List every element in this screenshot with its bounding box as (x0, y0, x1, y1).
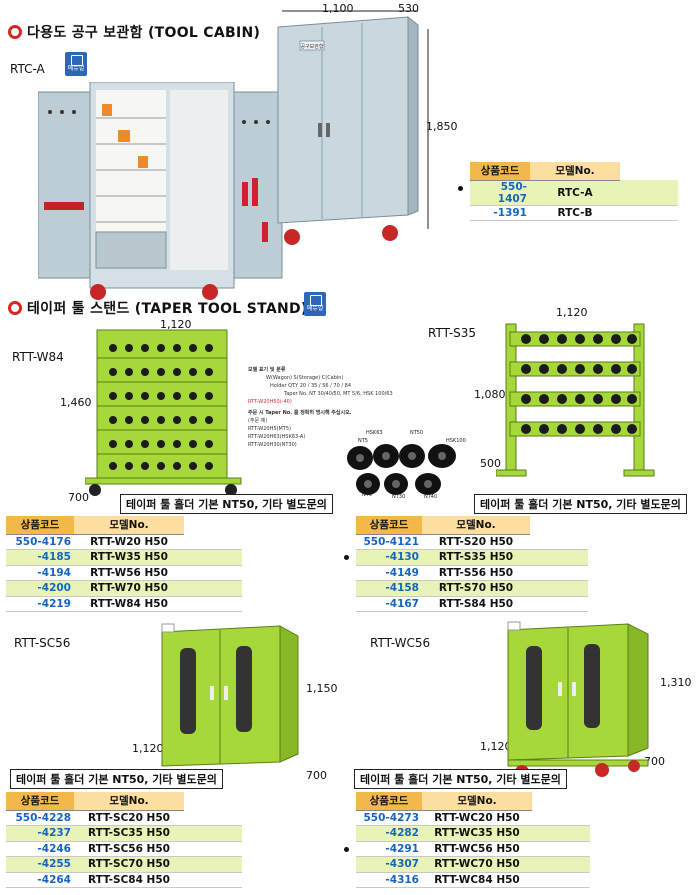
cabinet-label-text: 공구보관함 (300, 43, 323, 50)
taper-stand-title: 테이퍼 툴 스탠드 (TAPER TOOL STAND) (8, 298, 308, 318)
model-label-rtt-sc56: RTT-SC56 (14, 636, 71, 650)
holder-note: 테이퍼 툴 홀더 기본 NT50, 기타 별도문의 (10, 769, 223, 789)
holder-note: 테이퍼 툴 홀더 기본 NT50, 기타 별도문의 (354, 769, 567, 789)
col-model: 모델No. (530, 162, 620, 181)
circle-bullet-icon (8, 25, 22, 39)
rtt-wc56-cabinet-image (507, 621, 649, 779)
col-code: 상품코드 (470, 162, 530, 181)
dim-w84-depth: 700 (68, 491, 89, 504)
rtt-w84-stand-image (85, 329, 242, 496)
model-label-rtt-s35: RTT-S35 (428, 326, 477, 340)
dim-cabin-width: 1,100 (322, 2, 354, 15)
dim-wc56-height: 1,310 (660, 676, 692, 689)
dim-cabin-height: 1,850 (426, 120, 458, 133)
model-label-rtt-w84: RTT-W84 (12, 350, 64, 364)
dim-wc56-width: 1,120 (480, 740, 512, 753)
rtt-sc56-cabinet-image (161, 623, 299, 767)
dim-s35-height: 1,080 (474, 388, 506, 401)
dim-sc56-width: 1,120 (132, 742, 164, 755)
manual-button[interactable]: 메뉴얼 (304, 292, 326, 316)
dim-wc56-depth: 700 (644, 755, 665, 768)
dim-s35-width: 1,120 (556, 306, 588, 319)
model-spec-notes: 모델 표기 및 분류 W(Wagon) S(Storage) C(Cabin) … (248, 367, 393, 448)
model-label-rtt-wc56: RTT-WC56 (370, 636, 431, 650)
rtt-s35-stand-image (496, 323, 655, 477)
dim-w84-height: 1,460 (60, 396, 92, 409)
holder-note: 테이퍼 툴 홀더 기본 NT50, 기타 별도문의 (120, 494, 333, 514)
circle-bullet-icon (8, 301, 22, 315)
dim-sc56-height: 1,150 (306, 682, 338, 695)
closed-tool-cabinet-image: 공구보관함 (277, 10, 429, 245)
open-tool-cabinet-image (38, 82, 283, 300)
dim-cabin-depth: 530 (398, 2, 419, 15)
tool-holders-image (347, 444, 456, 495)
dim-s35-depth: 500 (480, 457, 501, 470)
holder-note: 테이퍼 툴 홀더 기본 NT50, 기타 별도문의 (474, 494, 687, 514)
tool-cabin-title: 다용도 공구 보관함 (TOOL CABIN) (8, 22, 260, 42)
manual-button[interactable]: 메뉴얼 (65, 52, 87, 76)
dim-w84-width: 1,120 (160, 318, 192, 331)
model-label-rtc-a: RTC-A (10, 62, 45, 76)
dim-sc56-depth: 700 (306, 769, 327, 782)
